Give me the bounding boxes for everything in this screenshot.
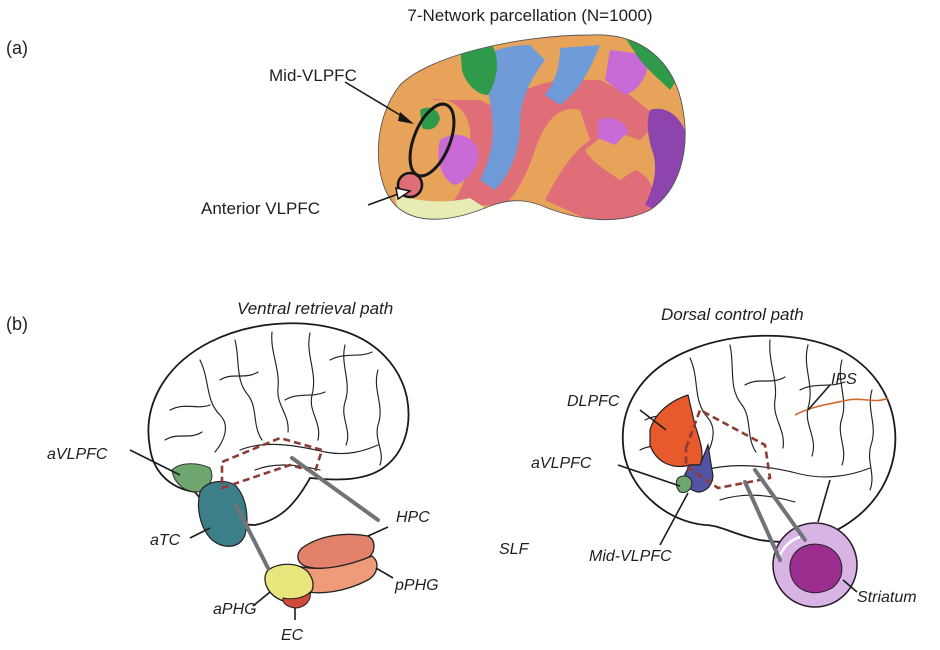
label-mid-vlpfc-dorsal: Mid-VLPFC xyxy=(589,548,672,565)
label-anterior-vlpfc-a: Anterior VLPFC xyxy=(201,199,320,218)
label-atc: aTC xyxy=(150,532,181,549)
label-slf: SLF xyxy=(499,541,530,558)
panel-b-tag: (b) xyxy=(6,314,28,334)
label-ec: EC xyxy=(281,627,304,644)
dorsal-path-title: Dorsal control path xyxy=(661,305,804,324)
ventral-path-title: Ventral retrieval path xyxy=(237,299,393,318)
label-hpc: HPC xyxy=(396,509,430,526)
parcellated-brain xyxy=(345,20,700,240)
label-avlpfc-dorsal: aVLPFC xyxy=(531,455,592,472)
ventral-brain xyxy=(130,323,409,620)
label-aphg: aPHG xyxy=(213,601,257,618)
avlpfc-region-dorsal xyxy=(676,476,692,493)
label-avlpfc-ventral: aVLPFC xyxy=(47,446,108,463)
panel-a-tag: (a) xyxy=(6,38,28,58)
label-mid-vlpfc-a: Mid-VLPFC xyxy=(269,66,357,85)
label-dlpfc: DLPFC xyxy=(567,393,620,410)
striatum-inner xyxy=(790,544,842,593)
label-ips: IPS xyxy=(831,371,857,388)
label-pphg: pPHG xyxy=(394,577,439,594)
label-striatum: Striatum xyxy=(857,589,917,606)
figure-title: 7-Network parcellation (N=1000) xyxy=(407,6,652,25)
